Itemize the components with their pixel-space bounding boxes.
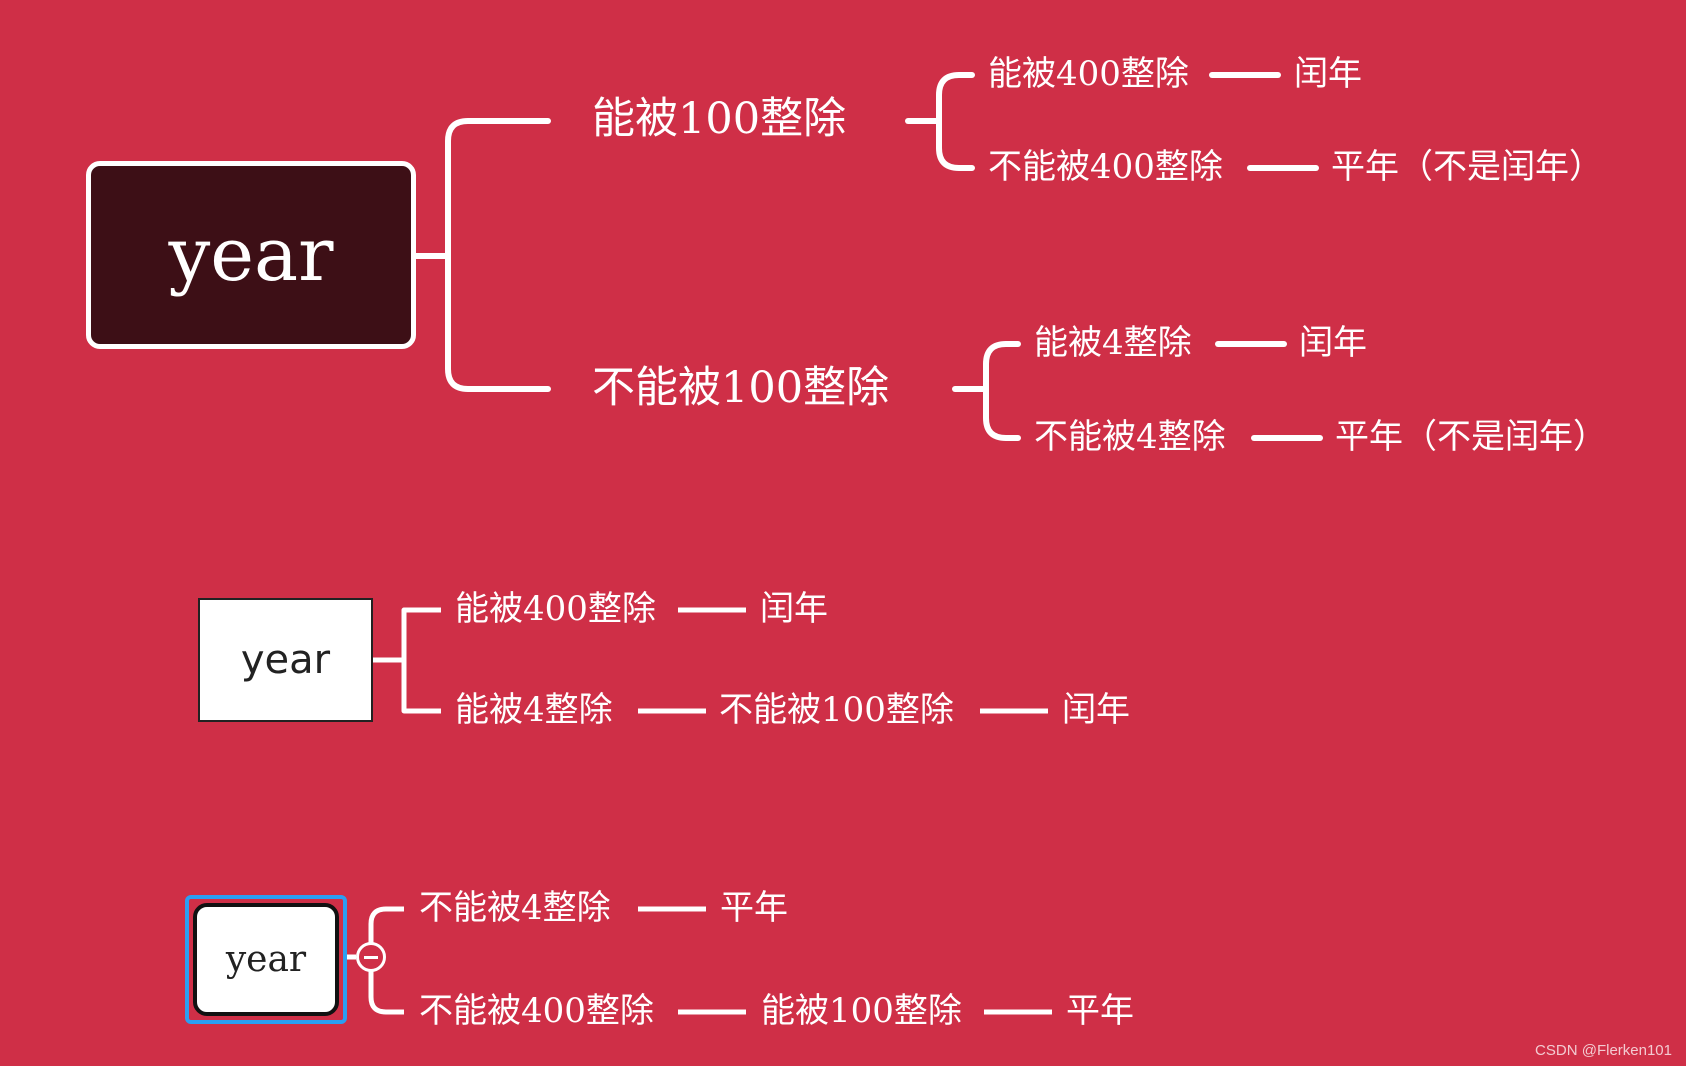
map2-bracket (401, 607, 441, 714)
map1-a1-label[interactable]: 能被400整除 (988, 54, 1189, 94)
map1-bracket (445, 118, 551, 392)
map2-b2-next[interactable]: 不能被100整除 (719, 690, 954, 730)
map1-b2-label[interactable]: 不能被4整除 (1034, 417, 1226, 457)
watermark: CSDN @Flerken101 (1535, 1042, 1672, 1059)
map2-b1-label[interactable]: 能被400整除 (455, 589, 656, 629)
map1-a1-result[interactable]: 闰年 (1294, 54, 1362, 94)
map1-a2-label[interactable]: 不能被400整除 (988, 147, 1223, 187)
map3-root-label: year (225, 939, 307, 980)
map1-branch-b-label[interactable]: 不能被100整除 (592, 363, 890, 413)
map3-b2-label[interactable]: 不能被400整除 (419, 991, 654, 1031)
map2-b2-label[interactable]: 能被4整除 (455, 690, 613, 730)
map3-b2-next[interactable]: 能被100整除 (761, 991, 962, 1031)
map1-b1-result[interactable]: 闰年 (1299, 323, 1367, 363)
map3-root-node[interactable]: year (193, 903, 339, 1016)
map2-root-node[interactable]: year (198, 598, 373, 722)
map1-branch-a-bracket (936, 72, 975, 171)
map1-b2-result[interactable]: 平年（不是闰年） (1335, 417, 1607, 457)
map3-selection-outline (185, 895, 347, 1024)
map1-a2-result[interactable]: 平年（不是闰年） (1331, 147, 1603, 187)
map3-b1-result[interactable]: 平年 (720, 888, 788, 928)
collapse-minus-icon[interactable] (356, 942, 386, 972)
map3-b1-label[interactable]: 不能被4整除 (419, 888, 611, 928)
map1-branch-a-label[interactable]: 能被100整除 (592, 94, 847, 144)
map2-b1-result[interactable]: 闰年 (760, 589, 828, 629)
map2-root-label: year (240, 637, 331, 683)
map2-b2-result[interactable]: 闰年 (1062, 690, 1130, 730)
map3-b2-result[interactable]: 平年 (1066, 991, 1134, 1031)
map1-b1-label[interactable]: 能被4整除 (1034, 323, 1192, 363)
map1-branch-b-bracket (983, 341, 1021, 441)
map1-root-label: year (168, 212, 334, 298)
map1-root-node[interactable]: year (86, 161, 416, 349)
